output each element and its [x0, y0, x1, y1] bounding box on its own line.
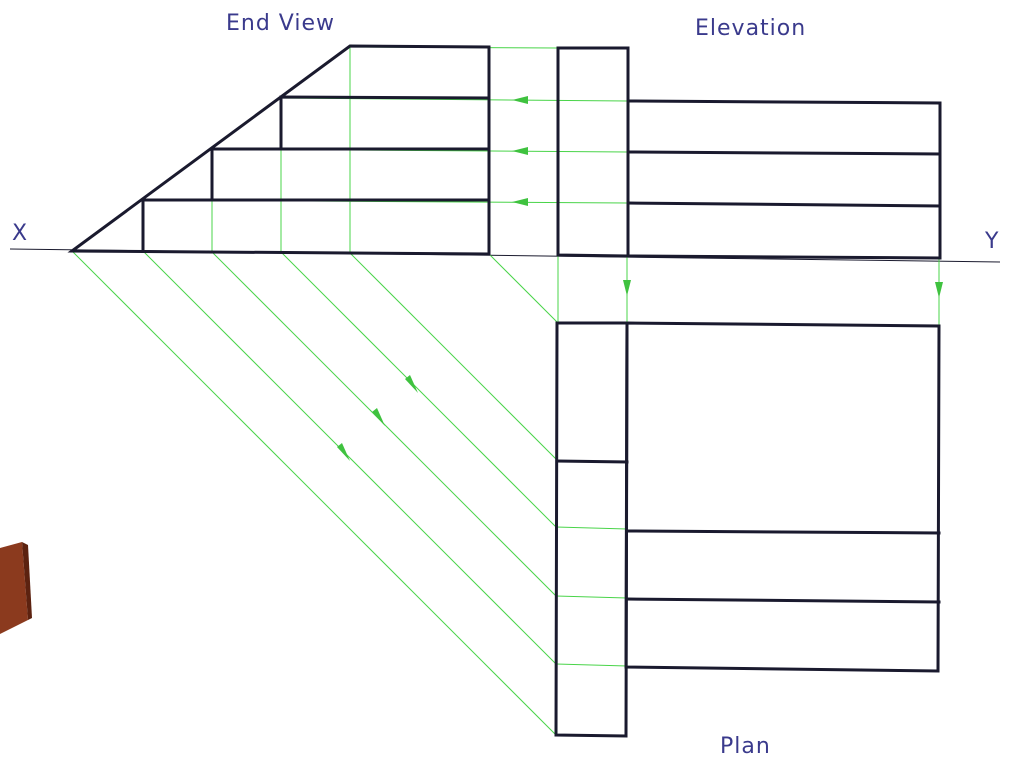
end-view-label: End View — [226, 11, 335, 36]
projection-line — [555, 595, 628, 599]
arrow-left-icon — [512, 96, 528, 104]
box-side-face — [22, 542, 32, 620]
projection-arrows — [337, 96, 943, 461]
elevation-step-line — [626, 201, 942, 208]
elevation-wide-block — [626, 99, 942, 260]
arrow-down-icon — [935, 282, 943, 298]
arrow-left-icon — [512, 198, 528, 206]
arrow-left-icon — [512, 147, 528, 155]
end-view — [67, 44, 491, 256]
projection-line — [555, 663, 628, 667]
projection-line — [349, 252, 557, 460]
x-axis-label: X — [12, 221, 27, 246]
projection-line — [280, 251, 557, 528]
plan-step-line — [625, 529, 941, 535]
elevation-label: Elevation — [695, 16, 806, 41]
elevation-step-line — [626, 150, 942, 156]
plan-strip — [554, 321, 629, 738]
arrow-down-icon — [623, 280, 631, 296]
y-axis-label: Y — [984, 229, 999, 254]
plan-block — [624, 321, 941, 673]
plan-strip-divider — [555, 459, 629, 464]
plan-step-line — [625, 597, 941, 604]
arrow-diagonal-icon — [405, 375, 418, 393]
plan-label: Plan — [720, 734, 771, 757]
plan-view — [554, 321, 941, 738]
projection-line — [555, 526, 628, 530]
end-view-steps — [141, 95, 491, 253]
projection-line — [488, 253, 559, 324]
projection-lines — [71, 46, 940, 736]
end-view-outline — [67, 44, 491, 256]
box-front-face — [0, 542, 28, 634]
arrow-diagonal-icon — [337, 443, 350, 461]
elevation-view — [556, 46, 942, 260]
arrow-diagonal-icon — [372, 408, 385, 426]
projection-line — [71, 250, 557, 736]
projection-line — [142, 250, 557, 665]
box-model-thumbnail — [0, 542, 32, 634]
